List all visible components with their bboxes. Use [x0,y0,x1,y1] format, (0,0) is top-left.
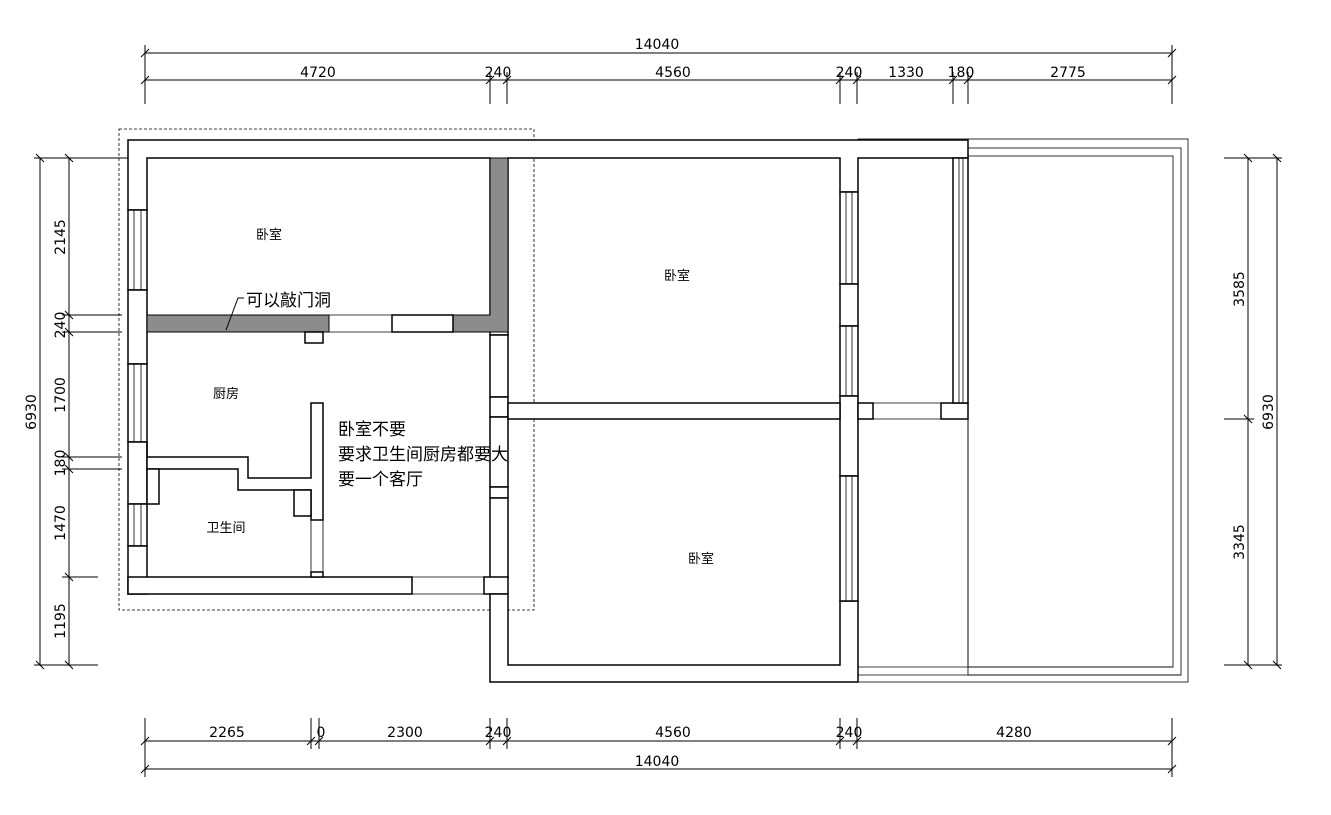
door-note-callout: 可以敲门洞 [225,291,331,331]
right-dimensions: 3585 3345 6930 [1224,153,1282,670]
top-dim-5: 1330 [888,65,924,81]
bottom-dim-3: 2300 [387,725,423,741]
left-dim-2: 240 [53,312,69,339]
top-dim-7: 2775 [1050,65,1086,81]
top-dim-6: 180 [948,65,975,81]
room-label-bathroom: 卫生间 [206,521,245,536]
left-dim-1: 2145 [53,219,69,255]
left-total-dim: 6930 [24,394,40,430]
top-total-dim: 14040 [635,37,680,53]
right-dim-2: 3345 [1232,524,1248,560]
left-dim-4: 180 [53,450,69,477]
right-total-dim: 6930 [1261,394,1277,430]
bottom-dim-5: 4560 [655,725,691,741]
balcony [857,138,1189,683]
room-label-bedroom-bottom: 卧室 [688,551,714,567]
left-dim-3: 1700 [53,377,69,413]
requirement-line-2: 要求卫生间厨房都要大 [338,445,508,465]
left-dim-5: 1470 [53,505,69,541]
top-dim-1: 4720 [300,65,336,81]
requirement-line-3: 要一个客厅 [338,470,423,490]
room-label-bedroom-middle: 卧室 [664,268,690,284]
left-dimensions: 6930 2145 240 1700 180 1470 1195 [24,153,128,670]
bottom-dim-2: 0 [317,725,326,741]
top-dimensions: 14040 4720 240 4560 240 1330 180 2775 [140,37,1177,104]
bottom-dim-6: 240 [836,725,863,741]
walls [127,139,969,683]
top-dim-2: 240 [485,65,512,81]
bottom-dimensions: 2265 0 2300 240 4560 240 4280 14040 [140,718,1177,777]
top-dim-3: 4560 [655,65,691,81]
dashed-selection-box [118,128,535,611]
bottom-total-dim: 14040 [635,754,680,770]
bottom-dim-4: 240 [485,725,512,741]
bottom-dim-7: 4280 [996,725,1032,741]
left-dim-6: 1195 [53,603,69,639]
top-dim-4: 240 [836,65,863,81]
room-label-kitchen: 厨房 [213,386,239,402]
bottom-dim-1: 2265 [209,725,245,741]
room-label-bedroom-top-left: 卧室 [256,227,282,243]
requirement-line-1: 卧室不要 [338,420,406,440]
right-dim-1: 3585 [1232,271,1248,307]
door-note: 可以敲门洞 [246,291,331,311]
